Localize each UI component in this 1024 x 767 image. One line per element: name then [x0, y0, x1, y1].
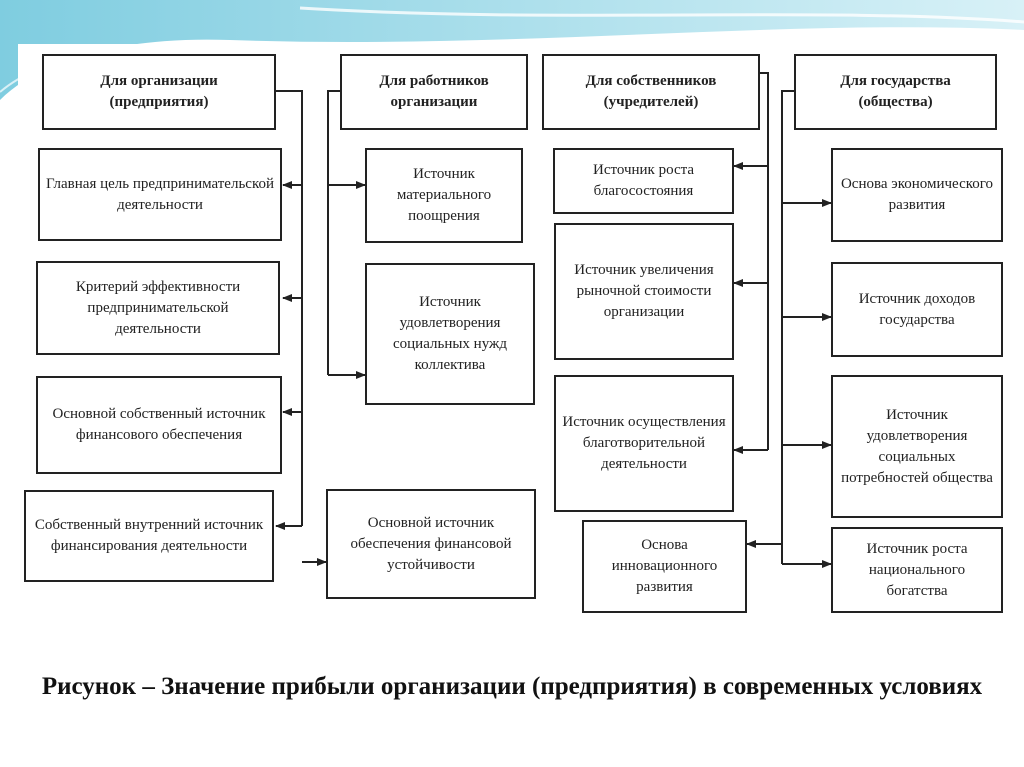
header-organization: Для организации (предприятия): [42, 54, 276, 130]
header-owners: Для собственников (учредителей): [542, 54, 760, 130]
header-organization-label: Для организации (предприятия): [100, 73, 218, 110]
owners-item-innovation: Основа инновационного развития: [582, 520, 747, 613]
workers-item-stability: Основной источник обеспечения финансовой…: [326, 489, 536, 599]
state-item-economy: Основа экономического развития: [831, 148, 1003, 242]
header-workers: Для работников организации: [340, 54, 528, 130]
org-item-goal: Главная цель предпринимательской деятель…: [38, 148, 282, 241]
owners-trunk: [760, 72, 769, 450]
header-workers-label: Для работников организации: [379, 73, 489, 110]
figure-caption: Рисунок – Значение прибыли организации (…: [41, 673, 983, 700]
header-owners-label: Для собственников (учредителей): [585, 73, 717, 110]
state-item-revenue: Источник доходов государства: [831, 262, 1003, 357]
owners-item-market-value: Источник увеличения рыночной стоимости о…: [554, 223, 734, 360]
workers-trunk: [327, 90, 340, 375]
owners-item-wealth: Источник роста благосостояния: [553, 148, 734, 214]
workers-item-material: Источник материального поощрения: [365, 148, 523, 243]
top-wave-band: [0, 0, 1024, 100]
state-item-national-wealth: Источник роста национального богатства: [831, 527, 1003, 613]
header-state: Для государства (общества): [794, 54, 997, 130]
org-item-internal-source: Собственный внутренний источник финансир…: [24, 490, 274, 582]
org-item-efficiency: Критерий эффективности предпринимательск…: [36, 261, 280, 355]
org-item-own-source: Основной собственный источник финансовог…: [36, 376, 282, 474]
state-trunk: [781, 90, 794, 564]
owners-item-charity: Источник осуществления благотворительной…: [554, 375, 734, 512]
workers-item-social: Источник удовлетворения социальных нужд …: [365, 263, 535, 405]
header-state-label: Для государства (общества): [840, 73, 951, 110]
top-wave-line: [299, 6, 1024, 24]
org-trunk: [276, 90, 303, 526]
state-item-social-needs: Источник удовлетворения социальных потре…: [831, 375, 1003, 518]
